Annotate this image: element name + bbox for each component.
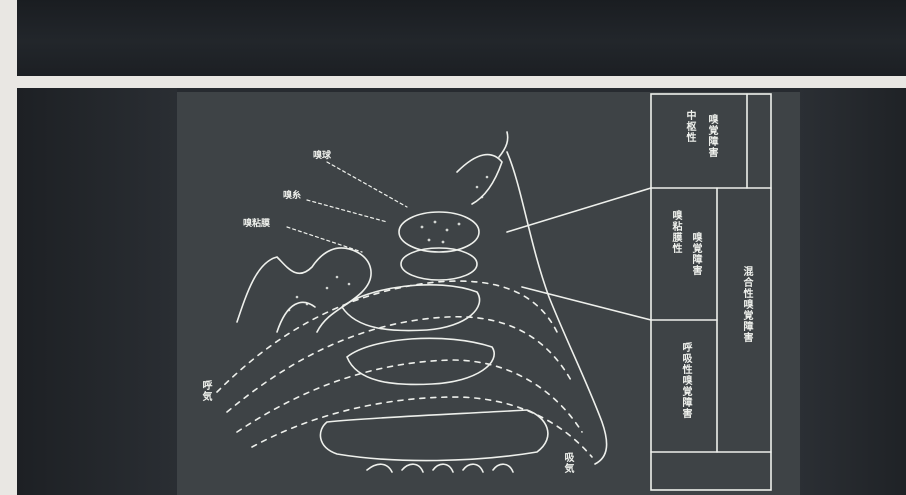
label-olfactory-bulb: 嗅球 [313, 148, 331, 161]
label-mucosal: 嗅粘膜性 [669, 210, 681, 254]
label-inspiration: 呼気 [199, 380, 211, 402]
top-dark-band [17, 0, 906, 76]
hard-palate [320, 410, 547, 461]
pointer-olfactory-fila [307, 200, 387, 222]
label-expiration: 吸気 [561, 452, 573, 474]
slide-photo: 嗅球 嗅糸 嗅粘膜 呼気 吸気 中枢性 嗅覚障害 嗅粘膜性 嗅覚障害 混合性嗅覚… [17, 88, 906, 495]
label-mixed: 混合性嗅覚障害 [740, 266, 752, 343]
label-olfactory-fila: 嗅糸 [283, 188, 301, 201]
sinus-inner-line [277, 302, 315, 332]
left-shadow [17, 88, 177, 495]
airflow-line-1 [217, 281, 557, 392]
label-mucosal-disorder: 嗅覚障害 [689, 232, 701, 276]
connector-lower [522, 287, 651, 320]
pointer-olfactory-mucosa [287, 227, 362, 252]
teeth-row [367, 464, 513, 472]
nasal-cavity-slide: 嗅球 嗅糸 嗅粘膜 呼気 吸気 中枢性 嗅覚障害 嗅粘膜性 嗅覚障害 混合性嗅覚… [177, 92, 800, 495]
right-shadow [800, 88, 906, 495]
label-central: 中枢性 [683, 110, 695, 143]
nose-profile [507, 152, 607, 464]
olfactory-region-lower [401, 248, 477, 280]
label-olfactory-mucosa: 嗅粘膜 [243, 216, 270, 229]
nasal-bone-tip [499, 132, 508, 157]
airflow-line-3 [237, 360, 582, 432]
sphenoid-sinus-outline [237, 248, 371, 332]
label-respiratory: 呼吸性嗅覚障害 [679, 342, 691, 419]
label-central-disorder: 嗅覚障害 [705, 114, 717, 158]
pointer-olfactory-bulb [327, 162, 407, 207]
olfactory-region-upper [399, 212, 479, 252]
olfactory-bulb-shape [457, 155, 502, 204]
